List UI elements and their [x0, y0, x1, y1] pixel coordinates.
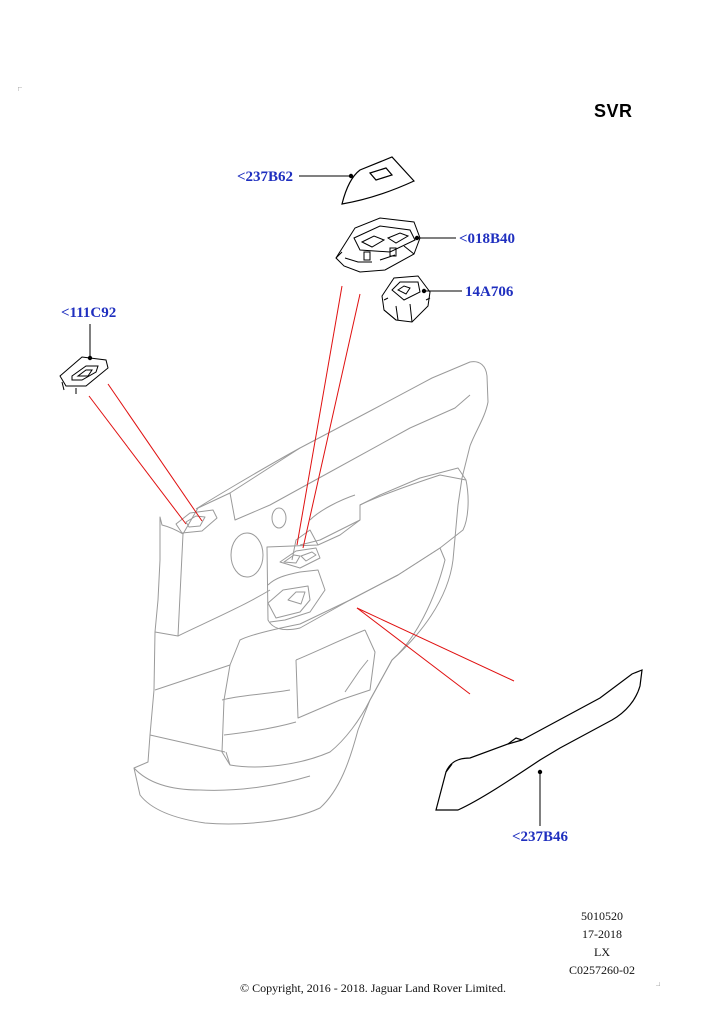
part-bezel-upper: [341, 156, 415, 205]
model-year: 17-2018: [582, 927, 622, 941]
callout-switch-pack[interactable]: <018B40: [459, 231, 516, 247]
part-lock-switch: [59, 356, 109, 394]
illustration-number: 5010520: [581, 909, 623, 923]
reference-block: 5010520 17-2018 LX C0257260-02: [569, 907, 635, 979]
door-trim-panel: [133, 361, 489, 825]
pointer-dot-switch-pack: [414, 235, 420, 241]
part-trim-insert: [435, 669, 643, 811]
variant-label: SVR: [594, 101, 633, 121]
model-code: LX: [594, 945, 610, 959]
pointer-dot-window-switch: [421, 288, 427, 294]
diagram-id: C0257260-02: [569, 963, 635, 977]
pointer-dot-trim-insert: [537, 769, 543, 775]
pointer-dot-bezel-upper: [348, 173, 354, 179]
callout-window-switch[interactable]: 14A706: [465, 284, 514, 300]
callout-trim-insert[interactable]: <237B46: [512, 829, 569, 845]
callout-lock-switch[interactable]: <111C92: [61, 305, 117, 321]
part-switch-pack: [335, 217, 421, 273]
callout-bezel-upper[interactable]: <237B62: [237, 169, 294, 185]
part-window-switch: [381, 275, 431, 323]
copyright-notice: © Copyright, 2016 - 2018. Jaguar Land Ro…: [239, 981, 507, 995]
pointer-dot-lock-switch: [87, 355, 93, 361]
leader-lines: [88, 285, 515, 695]
